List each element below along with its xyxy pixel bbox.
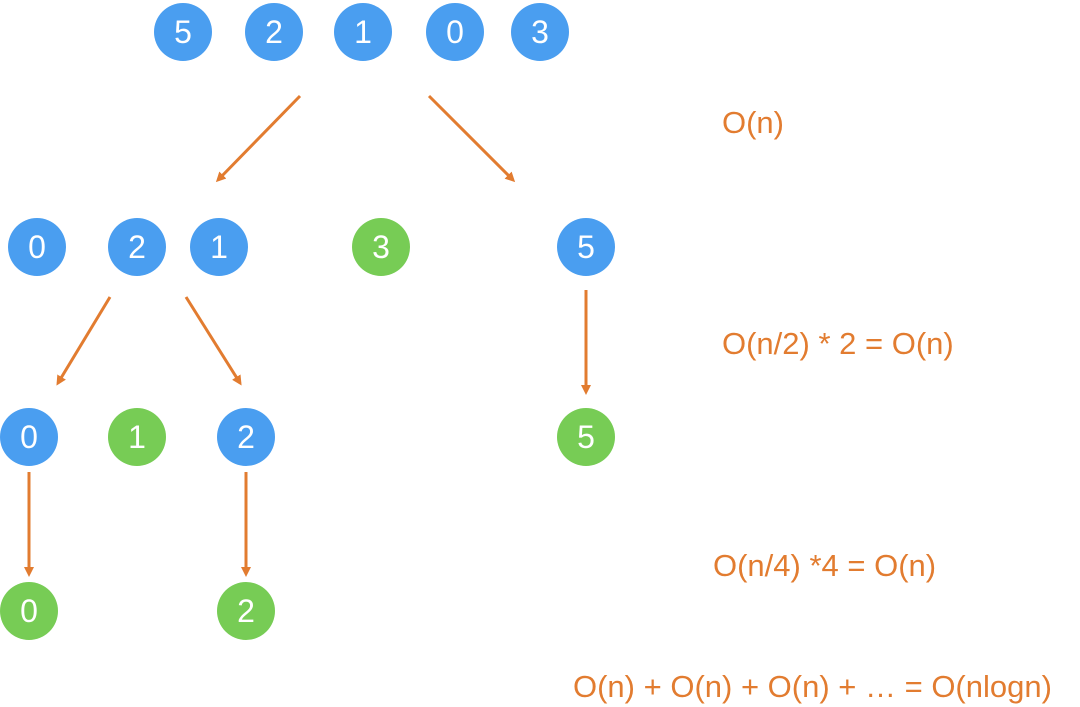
node-l3-0: 0 [0, 408, 58, 466]
node-l1-3: 3 [511, 3, 569, 61]
complexity-level-2: O(n/2) * 2 = O(n) [722, 326, 954, 361]
node-l1-0: 0 [426, 3, 484, 61]
node-l4-0-pivot: 0 [0, 582, 58, 640]
arrow-root-to-left [215, 94, 302, 183]
node-l2-3-pivot: 3 [352, 218, 410, 276]
node-l1-1: 1 [334, 3, 392, 61]
arrow-root-to-right [427, 94, 516, 183]
node-l3-5-pivot: 5 [557, 408, 615, 466]
node-l3-2: 2 [217, 408, 275, 466]
node-l3-1-pivot: 1 [108, 408, 166, 466]
complexity-level-3: O(n/4) *4 = O(n) [713, 548, 937, 583]
node-l1-5: 5 [154, 3, 212, 61]
node-l2-5: 5 [557, 218, 615, 276]
arrow-left-to-right [184, 296, 242, 386]
node-l2-2: 2 [108, 218, 166, 276]
arrow-left-to-left [56, 296, 112, 386]
node-l2-0: 0 [8, 218, 66, 276]
node-l2-1: 1 [190, 218, 248, 276]
complexity-total: O(n) + O(n) + O(n) + … = O(nlogn) [573, 669, 1052, 704]
complexity-level-1: O(n) [722, 105, 784, 140]
node-l4-2-pivot: 2 [217, 582, 275, 640]
node-l1-2: 2 [245, 3, 303, 61]
